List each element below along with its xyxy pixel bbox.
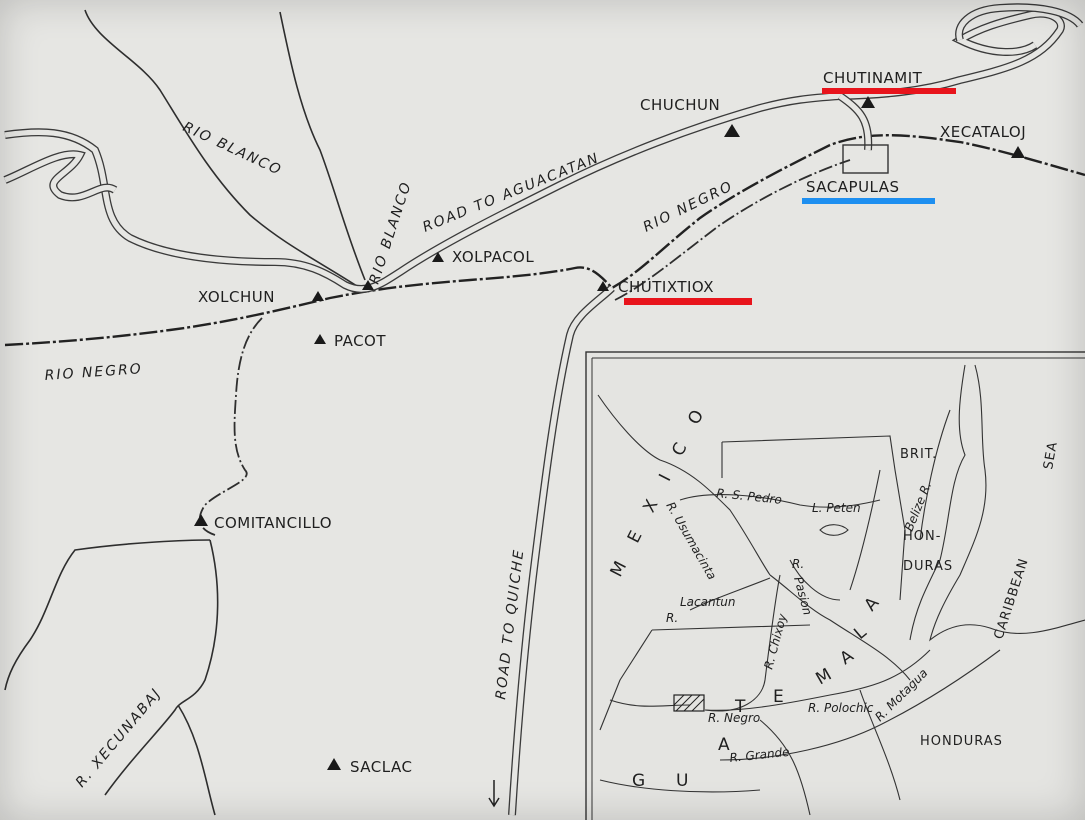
label-inset-guatemala-u: U [676, 771, 697, 791]
site-marker-pacot [314, 334, 326, 344]
label-pacot: PACOT [334, 332, 386, 350]
label-inset-honduras: HONDURAS [920, 734, 1003, 749]
label-inset-hon: HON- [903, 529, 941, 544]
river-tributary-top [279, 11, 366, 281]
label-inset-r-lacantun: R. [666, 611, 678, 625]
site-marker-chutinamit [861, 96, 875, 108]
label-inset-lacantun: Lacantun [680, 595, 736, 609]
label-xecataloj: XECATALOJ [940, 123, 1026, 141]
label-inset-sea: SEA [1041, 440, 1061, 471]
label-chuchun: CHUCHUN [640, 96, 720, 114]
highlight-underline-chutixtiox [624, 298, 752, 305]
label-rio-negro-2: RIO NEGRO [44, 361, 143, 384]
river-xecunabaj-south [177, 704, 216, 816]
site-marker-chutixtiox [597, 281, 609, 291]
river-south-tributary [198, 317, 263, 536]
label-inset-l-peten: L. Peten [812, 501, 861, 515]
label-inset-guatemala-t: T [734, 697, 754, 717]
rivers [4, 9, 1085, 816]
site-marker-xolchun [312, 291, 324, 301]
highlight-underline-sacapulas [802, 198, 935, 204]
site-marker-rio-blanco [362, 280, 374, 290]
label-inset-duras: DURAS [903, 559, 953, 574]
label-inset-r-negro: R. Negro [708, 711, 760, 725]
label-saclac: SACLAC [350, 758, 412, 776]
site-marker-saclac [327, 758, 341, 770]
label-inset-guatemala-a: A [718, 735, 739, 755]
river-r-xecunabaj [4, 539, 211, 691]
label-comitancillo: COMITANCILLO [214, 514, 332, 532]
site-marker-xecataloj [1011, 146, 1025, 158]
label-inset-r-pasion-r: R. [792, 557, 804, 571]
label-inset-brit: BRIT. [900, 447, 937, 462]
label-inset-r-s-pedro: R. S. Pedro [716, 486, 783, 507]
label-road-to-aguacatan: ROAD TO AGUACATAN [421, 150, 603, 236]
label-rio-blanco-1: RIO BLANCO [180, 119, 284, 179]
label-xolchun: XOLCHUN [198, 288, 275, 306]
label-inset-guatemala-e: E [773, 687, 793, 707]
site-markers [194, 96, 1025, 770]
river-xecunabaj-branch [104, 539, 219, 796]
roads [3, 3, 1084, 816]
site-marker-chuchun [724, 124, 740, 137]
road-arrow-icon [488, 780, 500, 808]
label-sacapulas: SACAPULAS [806, 178, 900, 196]
label-inset-guatemala-g: G [632, 771, 654, 791]
label-inset-r-polochic: R. Polochic [808, 701, 874, 715]
sacapulas-town-box [842, 144, 889, 174]
site-marker-comitancillo [194, 514, 208, 526]
label-xolpacol: XOLPACOL [452, 248, 534, 266]
river-rio-negro [4, 134, 1085, 347]
highlight-underline-chutinamit [822, 88, 956, 94]
site-marker-xolpacol [432, 252, 444, 262]
river-rio-blanco [84, 9, 361, 289]
label-chutinamit: CHUTINAMIT [823, 69, 923, 87]
label-chutixtiox: CHUTIXTIOX [618, 278, 714, 296]
label-inset-r-grande: R. Grande [729, 745, 790, 765]
inset-map [585, 351, 1085, 820]
